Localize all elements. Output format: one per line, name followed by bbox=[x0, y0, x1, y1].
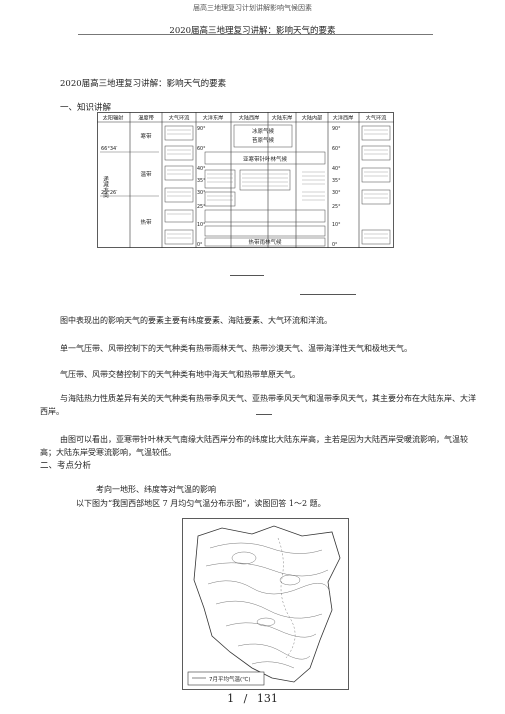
deg-60: 60° bbox=[197, 146, 206, 152]
col-header-9: 大气环流 bbox=[366, 114, 387, 122]
deg-35-r: 35° bbox=[332, 178, 341, 184]
lat-tropic: 23°26′ bbox=[101, 190, 118, 196]
climate-rainforest: 热带雨林气候 bbox=[248, 238, 282, 246]
underline-mark bbox=[256, 414, 272, 415]
paragraph-4: 与海陆热力性质差异有关的天气种类有热带季风天气、亚热带季风天气和温带季风天气，其… bbox=[40, 394, 476, 416]
col-header-7: 大陆内部 bbox=[302, 114, 323, 122]
belt-temperate: 温带 bbox=[140, 170, 152, 178]
exam-heading: 考向一地形、纬度等对气温的影响 bbox=[96, 485, 216, 494]
section-heading-analysis: 二、考点分析 bbox=[40, 461, 92, 471]
deg-40: 40° bbox=[197, 166, 206, 172]
map-legend: 7月平均气温(℃) bbox=[209, 675, 250, 683]
belt-frigid: 寒带 bbox=[140, 132, 152, 140]
col-header-1: 太阳辐射 bbox=[103, 114, 124, 122]
page-footer: 1 / 131 bbox=[0, 692, 505, 705]
temperature-map: 7月平均气温(℃) bbox=[182, 518, 349, 690]
deg-10-r: 10° bbox=[332, 222, 341, 228]
col-header-8: 大洋西岸 bbox=[333, 114, 354, 122]
col-header-2: 温度带 bbox=[138, 114, 154, 122]
climate-taiga: 亚寒带针叶林气候 bbox=[243, 155, 288, 163]
paragraph-3: 气压带、风带交替控制下的天气种类有地中海天气和热带草原天气。 bbox=[60, 370, 300, 379]
header-rule bbox=[78, 34, 433, 35]
underline-mark bbox=[230, 275, 264, 276]
deg-30-r: 30° bbox=[332, 190, 341, 196]
deg-60-r: 60° bbox=[332, 146, 341, 152]
col-header-6: 大陆东岸 bbox=[272, 114, 293, 122]
document-title: 2020届高三地理复习讲解：影响天气的要素 bbox=[60, 79, 227, 89]
section-heading-knowledge: 一、知识讲解 bbox=[60, 103, 112, 113]
climate-ice-cap: 冰原气候 bbox=[252, 127, 275, 135]
running-header: 届高三地理复习计划讲解影响气候因素 bbox=[193, 4, 312, 12]
paragraph-1: 图中表现出的影响天气的要素主要有纬度要素、海陆要素、大气环流和洋流。 bbox=[60, 316, 332, 325]
deg-40-r: 40° bbox=[332, 166, 341, 172]
page-separator: / bbox=[243, 692, 248, 705]
belt-tropical: 热带 bbox=[140, 218, 152, 226]
col-header-4: 大洋东岸 bbox=[203, 114, 224, 122]
climate-distribution-figure: 太阳辐射 温度带 大气环流 大洋东岸 大陆西岸 大陆东岸 大陆内部 大洋西岸 大… bbox=[97, 112, 394, 248]
deg-10: 10° bbox=[197, 222, 206, 228]
paragraph-2: 单一气压带、风带控制下的天气种类有热带雨林天气、热带沙漠天气、温带海洋性天气和极… bbox=[60, 344, 412, 353]
deg-90-r: 90° bbox=[332, 126, 341, 132]
lat-arctic-circle: 66°34′ bbox=[101, 146, 118, 152]
axis-label: 递减方向 bbox=[102, 175, 109, 199]
deg-0: 0° bbox=[197, 242, 202, 248]
col-header-3: 大气环流 bbox=[169, 114, 190, 122]
underline-mark bbox=[300, 294, 356, 295]
climate-tundra: 苔原气候 bbox=[252, 136, 275, 144]
deg-35: 35° bbox=[197, 178, 206, 184]
col-header-5: 大陆西岸 bbox=[239, 114, 260, 122]
deg-90: 90° bbox=[197, 126, 206, 132]
exam-intro: 以下图为“我国西部地区 7 月均匀气温分布示图”，读图回答 1～2 题。 bbox=[76, 499, 326, 508]
deg-30: 30° bbox=[197, 190, 206, 196]
page-number: 1 bbox=[227, 692, 235, 705]
page-total: 131 bbox=[256, 692, 278, 705]
deg-25-r: 25° bbox=[332, 204, 341, 210]
deg-0-r: 0° bbox=[332, 242, 337, 248]
deg-25: 25° bbox=[197, 204, 206, 210]
page-subtitle: 2020届高三地理复习讲解：影响天气的要素 bbox=[169, 26, 336, 36]
paragraph-5: 由图可以看出，亚寒带针叶林天气南缘大陆西岸分布的纬度比大陆东岸高，主若是因为大陆… bbox=[40, 435, 468, 457]
